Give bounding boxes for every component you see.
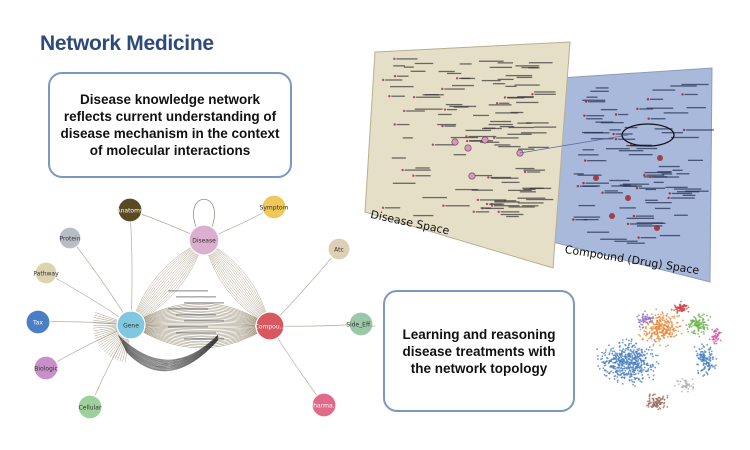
graph-node-label: Compou...: [255, 324, 286, 331]
graph-node-compound: Compou...: [255, 311, 286, 341]
knowledge-network-text: Disease knowledge network reflects curre…: [60, 92, 280, 158]
graph-node-label: Anatomy: [116, 208, 143, 215]
graph-node-label: Symptom: [260, 205, 289, 212]
knowledge-network-callout: Disease knowledge network reflects curre…: [48, 72, 292, 178]
graph-node-anatomy: Anatomy: [116, 197, 144, 223]
graph-node-pharmacologic: Pharma...: [310, 392, 339, 418]
highlight-ellipse: [621, 123, 675, 147]
graph-node-biologic: Biologic: [33, 355, 59, 381]
graph-node-label: Side_Eff...: [346, 322, 376, 329]
graph-node-label: Disease: [192, 238, 216, 245]
embedding-spaces-diagram: [364, 41, 715, 283]
disease-compound-link: [519, 134, 629, 154]
compound-space-points: [572, 83, 715, 244]
graph-node-label: Atc: [334, 247, 344, 254]
treatments-text: Learning and reasoning disease treatment…: [402, 326, 556, 376]
graph-node-disease: Disease: [188, 224, 220, 256]
cluster-scatter-plot: [596, 300, 722, 411]
graph-node-protein: Protein: [58, 226, 82, 250]
graph-node-side-effect: Side_Eff...: [346, 311, 376, 337]
graph-node-gene: Gene: [116, 310, 146, 340]
graph-node-tax: Tax: [25, 309, 51, 335]
graph-node-label: Pharma...: [310, 403, 339, 410]
graph-node-label: Protein: [59, 236, 80, 243]
disease-space-points: [381, 57, 557, 218]
graph-node-label: Cellular: [79, 405, 102, 412]
page-title: Network Medicine: [40, 32, 214, 55]
graph-node-label: Gene: [123, 323, 139, 330]
graph-node-atc: Atc: [327, 237, 351, 261]
graph-node-cellular: Cellular: [77, 394, 103, 420]
graph-node-label: Pathway: [33, 271, 59, 278]
graph-node-label: Tax: [32, 320, 43, 327]
graph-node-symptom: Symptom: [260, 194, 289, 220]
treatments-callout: Learning and reasoning disease treatment…: [383, 290, 575, 412]
graph-node-label: Biologic: [34, 366, 58, 373]
graph-node-pathway: Pathway: [33, 261, 59, 285]
